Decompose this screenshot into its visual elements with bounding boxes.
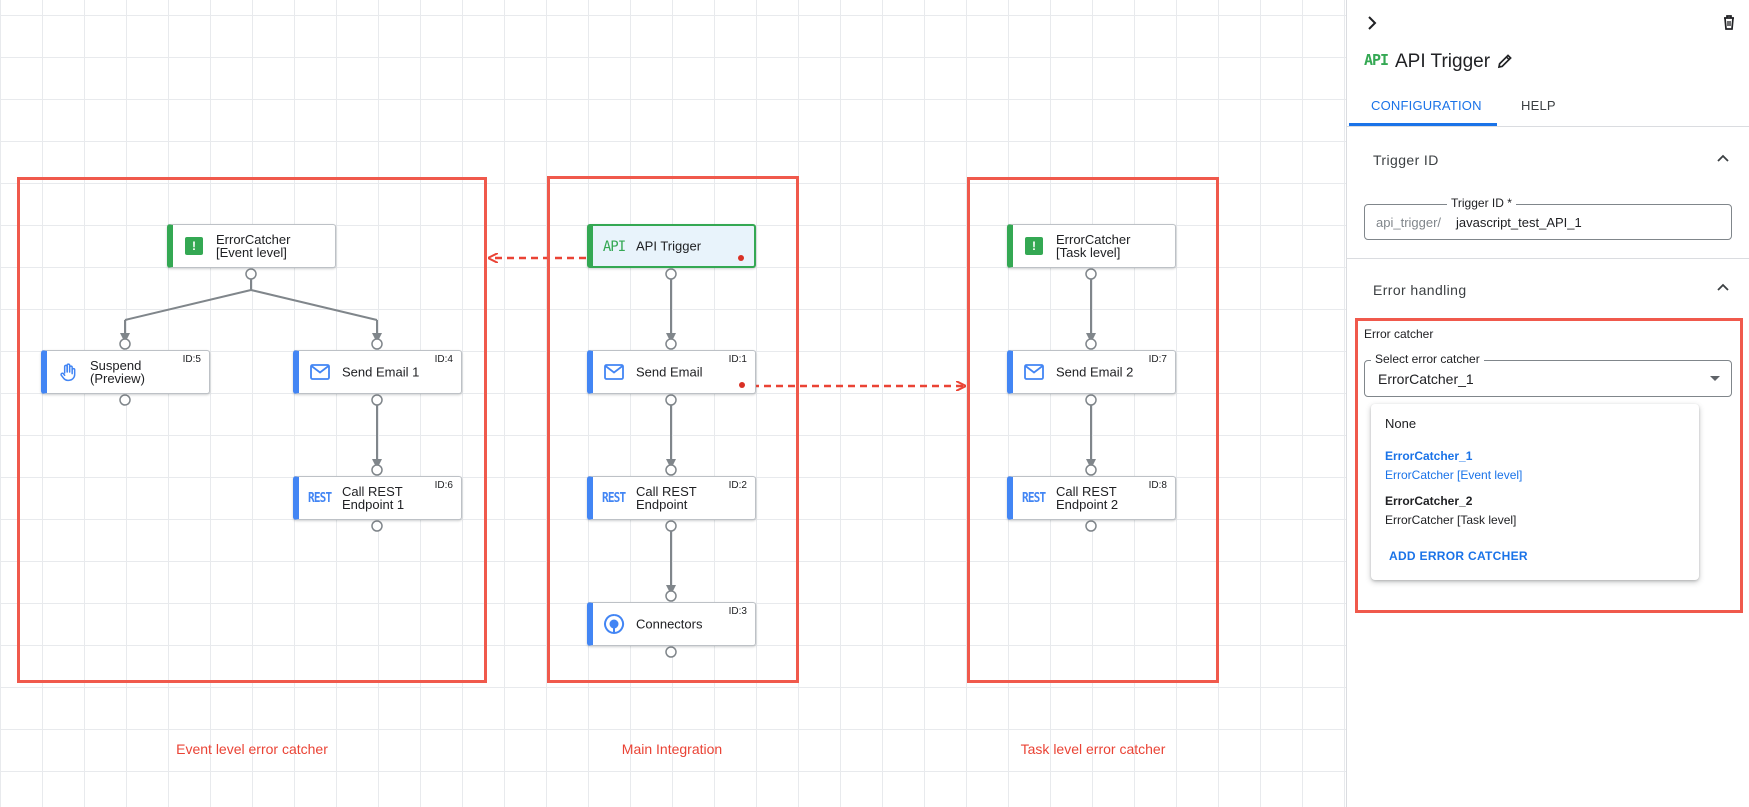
node-label: Send Email 2 <box>1056 364 1134 380</box>
node-label: Call REST Endpoint 2 <box>1056 484 1119 512</box>
trigger-id-value: javascript_test_API_1 <box>1456 215 1582 230</box>
node-label: ErrorCatcher [Task level] <box>1056 232 1131 260</box>
group-caption: Task level error catcher <box>1020 741 1166 757</box>
node-label: ErrorCatcher [Event level] <box>216 232 291 260</box>
node-label: Suspend (Preview) <box>90 358 145 386</box>
node-label: API Trigger <box>636 238 702 254</box>
node-id: ID:3 <box>728 606 747 617</box>
event-level-group-box <box>17 177 487 683</box>
hand-icon <box>55 361 81 383</box>
active-tab-indicator <box>1349 123 1497 126</box>
tab-configuration[interactable]: CONFIGURATION <box>1371 98 1482 113</box>
connectors-node[interactable]: Connectors ID:3 <box>587 602 756 646</box>
rest-icon: REST <box>1022 490 1046 506</box>
node-id: ID:2 <box>728 480 747 491</box>
error-catcher-event-node[interactable]: ! ErrorCatcher [Event level] <box>167 224 336 268</box>
error-catcher-icon: ! <box>1021 235 1047 257</box>
collapse-panel-icon[interactable] <box>1363 14 1381 32</box>
node-label: Call REST Endpoint 1 <box>342 484 405 512</box>
mail-icon <box>1021 361 1047 383</box>
delete-icon[interactable] <box>1720 13 1738 31</box>
error-port-dot[interactable] <box>738 255 744 261</box>
group-caption: Event level error catcher <box>176 741 328 757</box>
api-trigger-node[interactable]: API API Trigger <box>587 224 756 268</box>
error-catcher-highlight-box <box>1355 318 1743 613</box>
chevron-up-icon[interactable] <box>1715 279 1731 295</box>
connector-line <box>250 289 378 321</box>
group-caption: Main Integration <box>621 741 723 757</box>
section-title-error-handling: Error handling <box>1373 282 1467 298</box>
node-label: Send Email 1 <box>342 364 420 380</box>
send-email-2-node[interactable]: Send Email 2 ID:7 <box>1007 350 1176 394</box>
node-id: ID:8 <box>1148 480 1167 491</box>
error-port-dot[interactable] <box>739 382 745 388</box>
error-catcher-dropdown-menu: None ErrorCatcher_1 ErrorCatcher [Event … <box>1371 404 1699 580</box>
call-rest-endpoint-node[interactable]: REST Call REST Endpoint ID:2 <box>587 476 756 520</box>
mail-icon <box>601 361 627 383</box>
option-error-catcher-2[interactable]: ErrorCatcher_2 <box>1385 494 1473 508</box>
edit-icon[interactable] <box>1496 52 1514 70</box>
divider <box>1347 126 1749 127</box>
config-panel: API API Trigger CONFIGURATION HELP Trigg… <box>1346 0 1749 807</box>
mail-icon <box>307 361 333 383</box>
connector-lines <box>119 0 1097 658</box>
connectors-icon <box>601 613 627 635</box>
section-title-trigger-id: Trigger ID <box>1373 152 1439 168</box>
api-icon: API <box>602 239 626 255</box>
option-error-catcher-2-description: ErrorCatcher [Task level] <box>1385 513 1517 527</box>
node-label: Send Email <box>636 364 703 380</box>
error-catcher-select[interactable]: Select error catcher ErrorCatcher_1 <box>1364 352 1732 397</box>
node-id: ID:6 <box>434 480 453 491</box>
panel-title: API Trigger <box>1395 51 1491 72</box>
task-level-group-box <box>967 177 1219 683</box>
selected-error-catcher: ErrorCatcher_1 <box>1378 371 1474 387</box>
main-integration-group-box <box>547 176 799 683</box>
connector-line <box>124 289 252 321</box>
node-label: Connectors <box>636 616 703 632</box>
error-catcher-subtitle: Error catcher <box>1364 327 1434 341</box>
call-rest-endpoint-2-node[interactable]: REST Call REST Endpoint 2 ID:8 <box>1007 476 1176 520</box>
node-id: ID:1 <box>728 354 747 365</box>
select-error-catcher-label: Select error catcher <box>1371 352 1484 366</box>
integration-canvas[interactable]: Event level error catcher Main Integrati… <box>0 0 1346 807</box>
divider <box>1347 258 1749 259</box>
node-id: ID:7 <box>1148 354 1167 365</box>
add-error-catcher-button[interactable]: ADD ERROR CATCHER <box>1389 549 1528 563</box>
node-id: ID:4 <box>434 354 453 365</box>
rest-icon: REST <box>602 490 626 506</box>
send-email-1-node[interactable]: Send Email 1 ID:4 <box>293 350 462 394</box>
trigger-id-field[interactable]: Trigger ID * api_trigger/ javascript_tes… <box>1364 196 1732 240</box>
error-catcher-task-node[interactable]: ! ErrorCatcher [Task level] <box>1007 224 1176 268</box>
call-rest-endpoint-1-node[interactable]: REST Call REST Endpoint 1 ID:6 <box>293 476 462 520</box>
suspend-node[interactable]: Suspend (Preview) ID:5 <box>41 350 210 394</box>
option-none[interactable]: None <box>1385 416 1417 431</box>
option-error-catcher-1[interactable]: ErrorCatcher_1 <box>1385 449 1473 463</box>
trigger-id-label: Trigger ID * <box>1447 196 1516 210</box>
send-email-node[interactable]: Send Email ID:1 <box>587 350 756 394</box>
tab-help[interactable]: HELP <box>1521 98 1556 113</box>
trigger-id-prefix: api_trigger/ <box>1376 215 1442 230</box>
dropdown-arrow-icon <box>1710 376 1720 381</box>
api-icon: API <box>1364 51 1389 69</box>
node-id: ID:5 <box>182 354 201 365</box>
error-catcher-icon: ! <box>181 235 207 257</box>
rest-icon: REST <box>308 490 332 506</box>
option-error-catcher-1-description: ErrorCatcher [Event level] <box>1385 468 1523 482</box>
chevron-up-icon[interactable] <box>1715 150 1731 166</box>
node-label: Call REST Endpoint <box>636 484 697 512</box>
